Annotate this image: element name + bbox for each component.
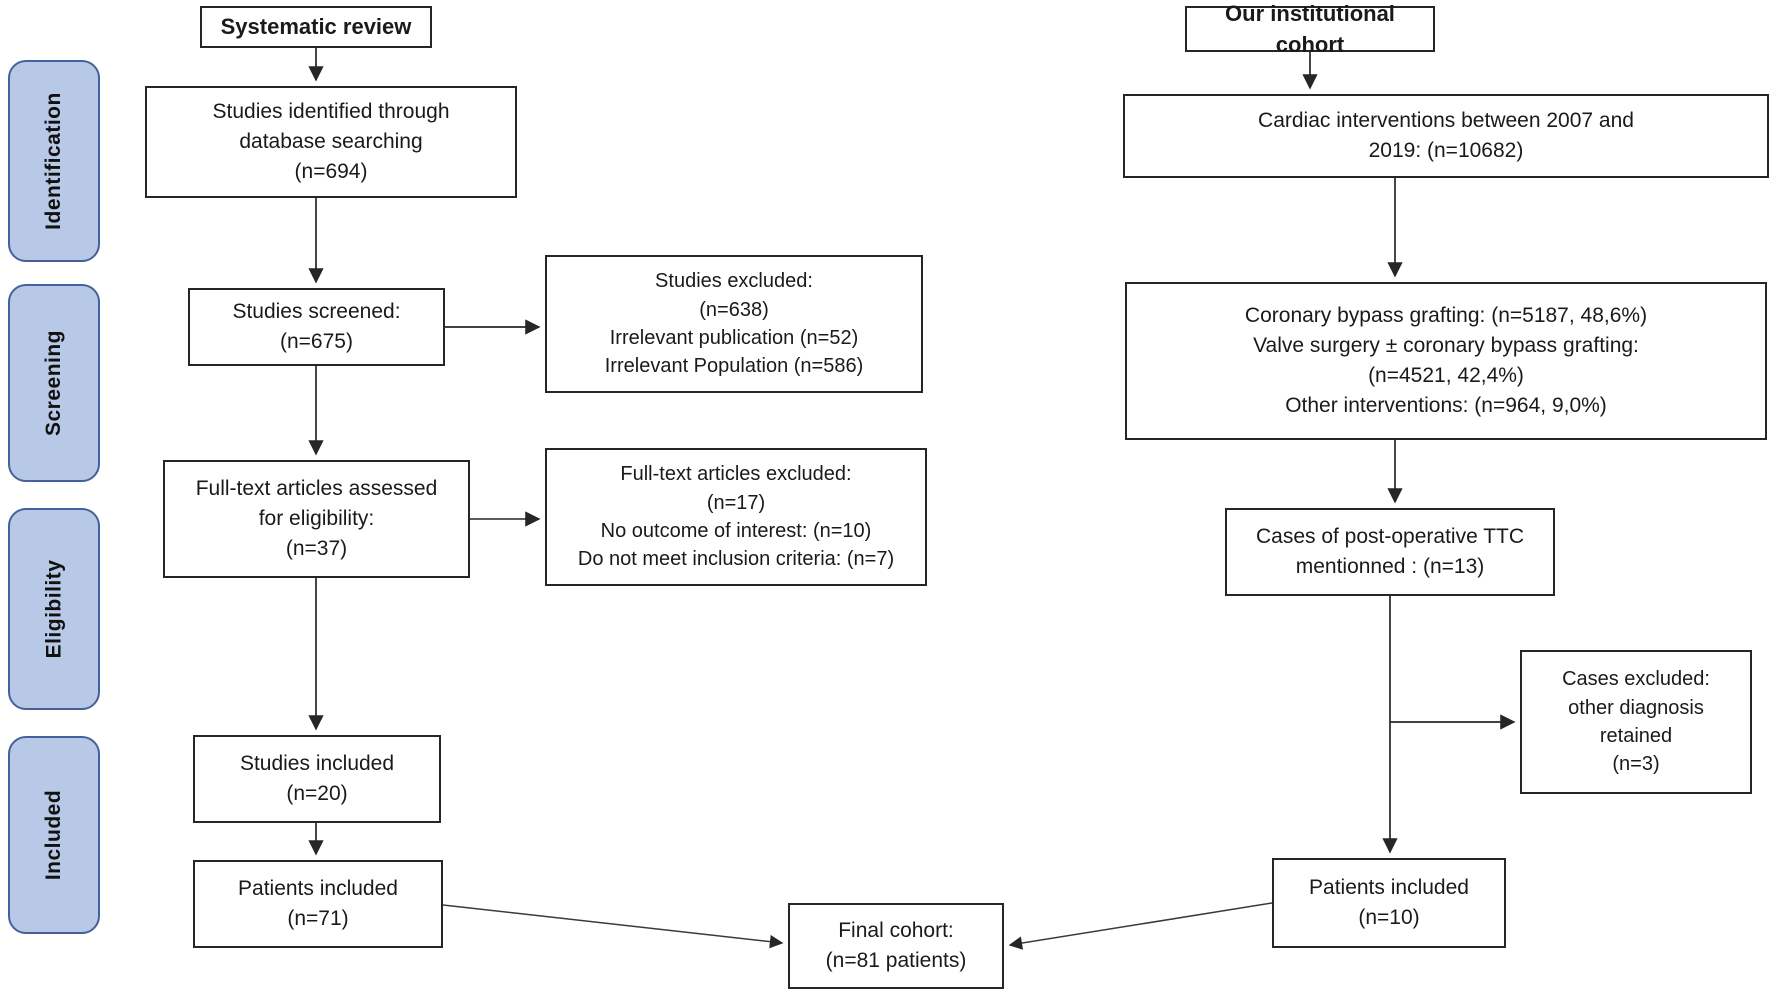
box-studies-screened: Studies screened: (n=675) (188, 288, 445, 366)
header-institutional-cohort: Our institutional cohort (1185, 1, 1435, 57)
arrow-patients10-to-finalcohort (1008, 902, 1273, 950)
box-final-cohort: Final cohort: (n=81 patients) (788, 903, 1004, 989)
box-studies-identified: Studies identified through database sear… (145, 86, 517, 198)
box-patients-included-review: Patients included (n=71) (193, 860, 443, 948)
box-interventions-breakdown: Coronary bypass grafting: (n=5187, 48,6%… (1125, 282, 1767, 440)
box-studies-excluded: Studies excluded: (n=638) Irrelevant pub… (545, 255, 923, 393)
stage-tab-screening: Screening (8, 284, 100, 482)
stage-label-included: Included (42, 789, 65, 881)
arrow-patients71-to-finalcohort (442, 904, 784, 949)
box-patients-included-cohort: Patients included (n=10) (1272, 858, 1506, 948)
box-cases-excluded: Cases excluded: other diagnosis retained… (1520, 650, 1752, 794)
box-fulltext-excluded: Full-text articles excluded: (n=17) No o… (545, 448, 927, 586)
stage-label-identification: Identification (42, 92, 66, 230)
stage-label-eligibility: Eligibility (42, 559, 65, 659)
stage-tab-identification: Identification (8, 60, 100, 262)
box-fulltext-assessed: Full-text articles assessed for eligibil… (163, 460, 470, 578)
stage-tab-included: Included (8, 736, 100, 934)
box-studies-included: Studies included (n=20) (193, 735, 441, 823)
header-systematic-review: Systematic review (200, 6, 432, 48)
stage-tab-eligibility: Eligibility (8, 508, 100, 710)
stage-label-screening: Screening (42, 329, 66, 437)
box-ttc-cases: Cases of post-operative TTC mentionned :… (1225, 508, 1555, 596)
box-cardiac-interventions: Cardiac interventions between 2007 and 2… (1123, 94, 1769, 178)
